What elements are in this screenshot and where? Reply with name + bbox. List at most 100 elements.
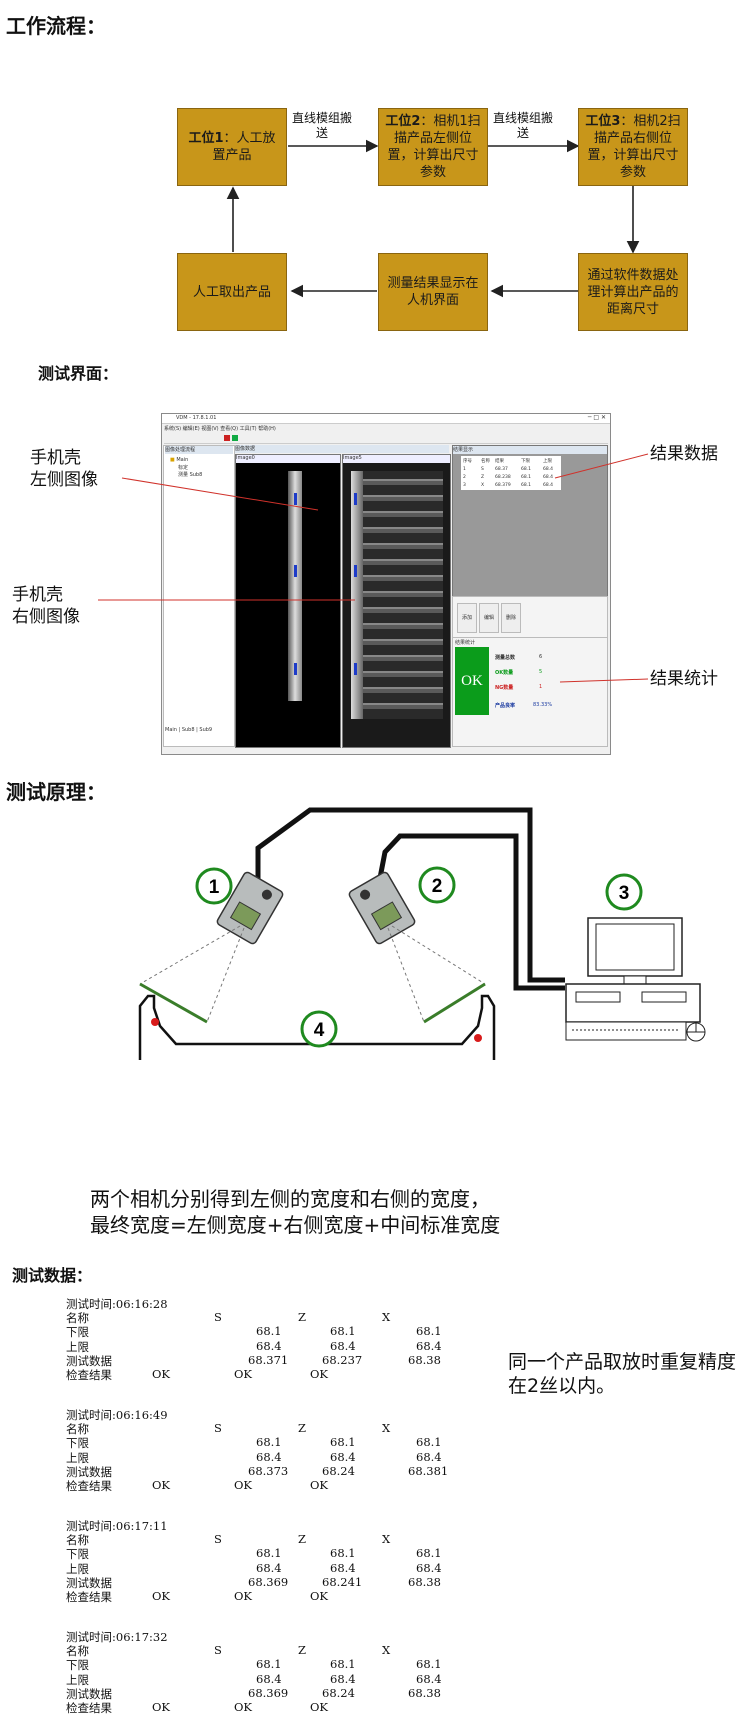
record-data-value: 68.369 — [248, 1574, 289, 1589]
record-result-value: OK — [310, 1588, 329, 1603]
marker-num-1: 1 — [209, 877, 220, 898]
tree-main[interactable]: ■ Main — [170, 457, 189, 463]
table-cell: 1 — [463, 467, 466, 472]
record-upper-value: 68.4 — [416, 1560, 442, 1575]
left-phone-edge — [288, 471, 302, 701]
marker-num-3: 3 — [619, 883, 630, 904]
principle-text: 两个相机分别得到左侧的宽度和右侧的宽度， 最终宽度=左侧宽度+右侧宽度+中间标准… — [90, 1186, 500, 1238]
station1-box: 工位1：人工放置产品 — [177, 108, 287, 186]
left-edge-dot — [151, 1018, 159, 1026]
edit-button[interactable]: 编辑 — [479, 603, 499, 633]
callout-result-stats: 结果统计 — [650, 669, 718, 689]
record-upper-label: 上限 — [66, 1450, 89, 1465]
station2-bold: 工位2 — [385, 114, 421, 129]
tab-sub9[interactable]: Sub9 — [199, 727, 213, 733]
record-name-value: S — [214, 1421, 222, 1436]
right-edge-dot — [474, 1034, 482, 1042]
workflow-title: 工作流程： — [6, 14, 106, 38]
record-data-value: 68.237 — [322, 1352, 363, 1367]
tree-item-measure[interactable]: 测量 Sub8 — [178, 472, 203, 478]
delete-button[interactable]: 删除 — [501, 603, 521, 633]
record-data-label: 测试数据 — [66, 1686, 112, 1701]
add-button[interactable]: 添加 — [457, 603, 477, 633]
record-time-label: 测试时间:06:17:11 — [66, 1519, 168, 1533]
record-data-value: 68.38 — [408, 1352, 441, 1367]
stop-icon[interactable] — [224, 435, 230, 441]
callout-left-image: 手机壳 左侧图像 — [30, 448, 98, 490]
record-lower-value: 68.1 — [256, 1546, 282, 1561]
toolbar[interactable] — [164, 434, 608, 444]
tree-item-calibrate[interactable]: 标定 — [178, 465, 189, 471]
record-data-value: 68.24 — [322, 1685, 355, 1700]
callout-right-image: 手机壳 右侧图像 — [12, 585, 80, 627]
left-image-view[interactable]: Image0 — [235, 454, 341, 748]
menu-bar[interactable]: 系统(S) 编辑(E) 视图(V) 查看(Q) 工具(T) 帮助(H) — [164, 426, 276, 432]
record-time-row: 测试时间:06:16:49 — [66, 1407, 426, 1422]
right-phone-edge — [351, 471, 363, 719]
stat-total-label: 测量总数 — [495, 655, 516, 661]
window-title: VDM - 17.8.1.01 — [176, 415, 217, 421]
record-data-label: 测试数据 — [66, 1575, 112, 1590]
transport-label-1: 直线模组搬送 — [291, 111, 352, 140]
record-name-value: S — [214, 1310, 222, 1325]
right-phone-surface — [351, 471, 443, 719]
record-upper-value: 68.4 — [330, 1671, 356, 1686]
principle-line-2: 最终宽度=左侧宽度+右侧宽度+中间标准宽度 — [90, 1213, 501, 1237]
run-icon[interactable] — [232, 435, 238, 441]
record-data-value: 68.371 — [248, 1352, 289, 1367]
right-image-view[interactable]: Image5 — [342, 454, 451, 748]
station2-box: 工位2：相机1扫描产品左侧位置，计算出尺寸参数 — [378, 108, 488, 186]
record-lower-value: 68.1 — [416, 1657, 442, 1672]
record-result-label: 检查结果 — [66, 1700, 112, 1715]
record-data-value: 68.38 — [408, 1574, 441, 1589]
principle-line-1: 两个相机分别得到左侧的宽度和右侧的宽度， — [90, 1187, 490, 1211]
record-name-label: 名称 — [66, 1533, 89, 1548]
record-name-value: X — [382, 1643, 391, 1658]
table-cell: 68.1 — [521, 483, 532, 488]
marker-circle-3 — [605, 873, 643, 911]
record-upper-value: 68.4 — [256, 1560, 282, 1575]
table-cell: 68.238 — [495, 475, 511, 480]
tab-sub8[interactable]: Sub8 — [181, 727, 195, 733]
stat-ng-label: NG数量 — [495, 685, 514, 691]
record-name-value: S — [214, 1643, 222, 1658]
display-box: 测量结果显示在人机界面 — [378, 253, 488, 331]
record-name-value: S — [214, 1532, 222, 1547]
tab-main[interactable]: Main — [165, 727, 177, 733]
camera2-icon — [348, 871, 416, 945]
record-name-value: X — [382, 1532, 391, 1547]
table-cell: 3 — [463, 483, 466, 488]
record-lower-label: 下限 — [66, 1325, 89, 1340]
tree-tabs[interactable]: Main | Sub8 | Sub9 — [165, 727, 213, 733]
record-time-row: 测试时间:06:16:28 — [66, 1296, 426, 1311]
record-name-label: 名称 — [66, 1644, 89, 1659]
record-upper-value: 68.4 — [330, 1338, 356, 1353]
record-upper-value: 68.4 — [416, 1338, 442, 1353]
marker-circle-1 — [195, 867, 233, 905]
window-controls[interactable]: ─ □ ✕ — [587, 414, 606, 421]
record-lower-value: 68.1 — [256, 1657, 282, 1672]
stat-yield: 83.33% — [533, 702, 553, 708]
station3-box: 工位3：相机2扫描产品右侧位置，计算出尺寸参数 — [578, 108, 688, 186]
record-lower-label: 下限 — [66, 1547, 89, 1562]
principle-title: 测试原理： — [6, 780, 106, 804]
record-lower-value: 68.1 — [416, 1324, 442, 1339]
record-data-value: 68.38 — [408, 1685, 441, 1700]
record-time-label: 测试时间:06:16:28 — [66, 1297, 168, 1311]
record-result-value: OK — [310, 1477, 329, 1492]
